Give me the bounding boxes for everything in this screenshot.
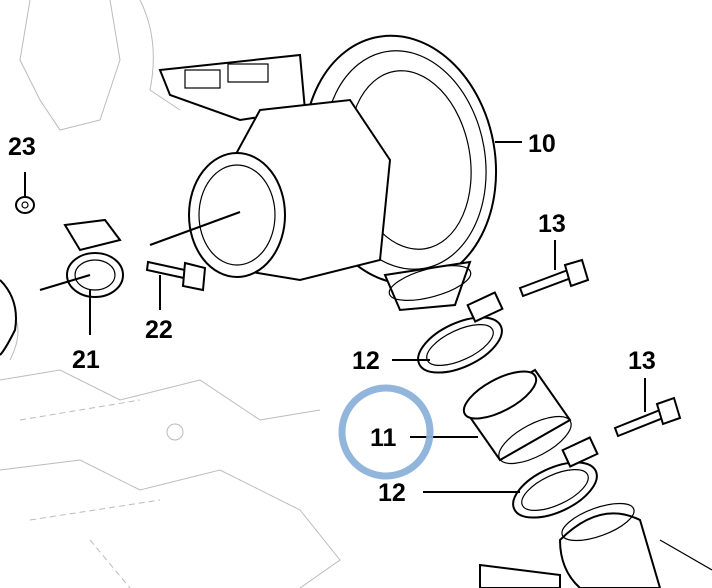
label-12-top: 12 — [352, 347, 380, 375]
bolt-22[interactable] — [145, 260, 207, 292]
pipe-left-edge — [0, 279, 17, 356]
clamp-21[interactable] — [63, 218, 124, 298]
label-23: 23 — [8, 133, 36, 161]
label-21: 21 — [72, 346, 100, 374]
clamp-12-bottom[interactable] — [505, 436, 605, 529]
bolt-13-bottom[interactable] — [613, 396, 682, 438]
highlight-circle — [338, 384, 434, 480]
hose-11[interactable] — [457, 362, 578, 473]
label-13-bottom: 13 — [628, 347, 656, 375]
turbocharger[interactable] — [158, 20, 515, 312]
leader-lines — [24, 141, 646, 493]
outlet-elbow[interactable] — [479, 496, 712, 588]
label-11: 11 — [370, 424, 397, 452]
label-22: 22 — [145, 316, 173, 344]
clamp-12-top[interactable] — [410, 291, 510, 384]
label-12-bottom: 12 — [378, 479, 406, 507]
engine-block-background — [0, 0, 341, 588]
washer-23[interactable] — [15, 196, 35, 214]
bolt-13-top[interactable] — [518, 258, 590, 298]
label-10: 10 — [528, 130, 556, 158]
label-13-top: 13 — [538, 210, 566, 238]
